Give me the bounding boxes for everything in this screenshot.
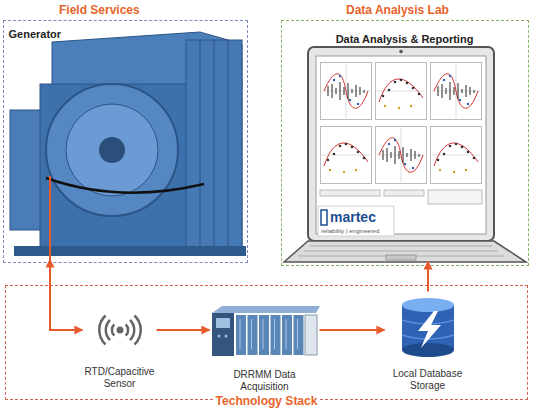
sensor-node: RTD/Capacitive Sensor xyxy=(83,310,157,390)
equipment-node: Generator xyxy=(5,24,245,260)
region-title: Field Services xyxy=(59,3,140,17)
acquisition-node: DRRMM Data Acquisition xyxy=(210,305,320,393)
component-label: Local Database Storage xyxy=(385,368,471,392)
logo-tagline: reliability | engineered xyxy=(321,228,379,235)
laptop-illustration xyxy=(284,47,526,262)
flow-arrow xyxy=(427,262,429,292)
stack-band: Technology StackRTD/Capacitive SensorDRR… xyxy=(5,285,528,400)
workstation-label: Data Analysis & Reporting xyxy=(336,33,474,46)
band-title: Technology Stack xyxy=(213,394,321,408)
region-title: Data Analysis Lab xyxy=(346,3,449,17)
logo-text: martec xyxy=(330,210,376,225)
flow-arrow xyxy=(320,329,385,331)
equipment-label: Generator xyxy=(9,28,62,41)
storage-node: Local Database Storage xyxy=(385,292,471,392)
workstation-node: Data Analysis & Reporting xyxy=(285,24,525,262)
component-label: DRRMM Data Acquisition xyxy=(220,369,310,393)
flow-arrow xyxy=(50,260,83,331)
region-box: Field ServicesGenerator xyxy=(3,20,248,263)
region-box: Data Analysis LabData Analysis & Reporti… xyxy=(281,20,529,266)
flow-arrow xyxy=(157,329,210,331)
acquisition-device xyxy=(212,306,320,356)
generator-illustration xyxy=(10,32,246,260)
database-icon xyxy=(402,298,454,357)
wireless-sensor-icon xyxy=(99,316,140,345)
component-label: RTD/Capacitive Sensor xyxy=(83,366,157,390)
